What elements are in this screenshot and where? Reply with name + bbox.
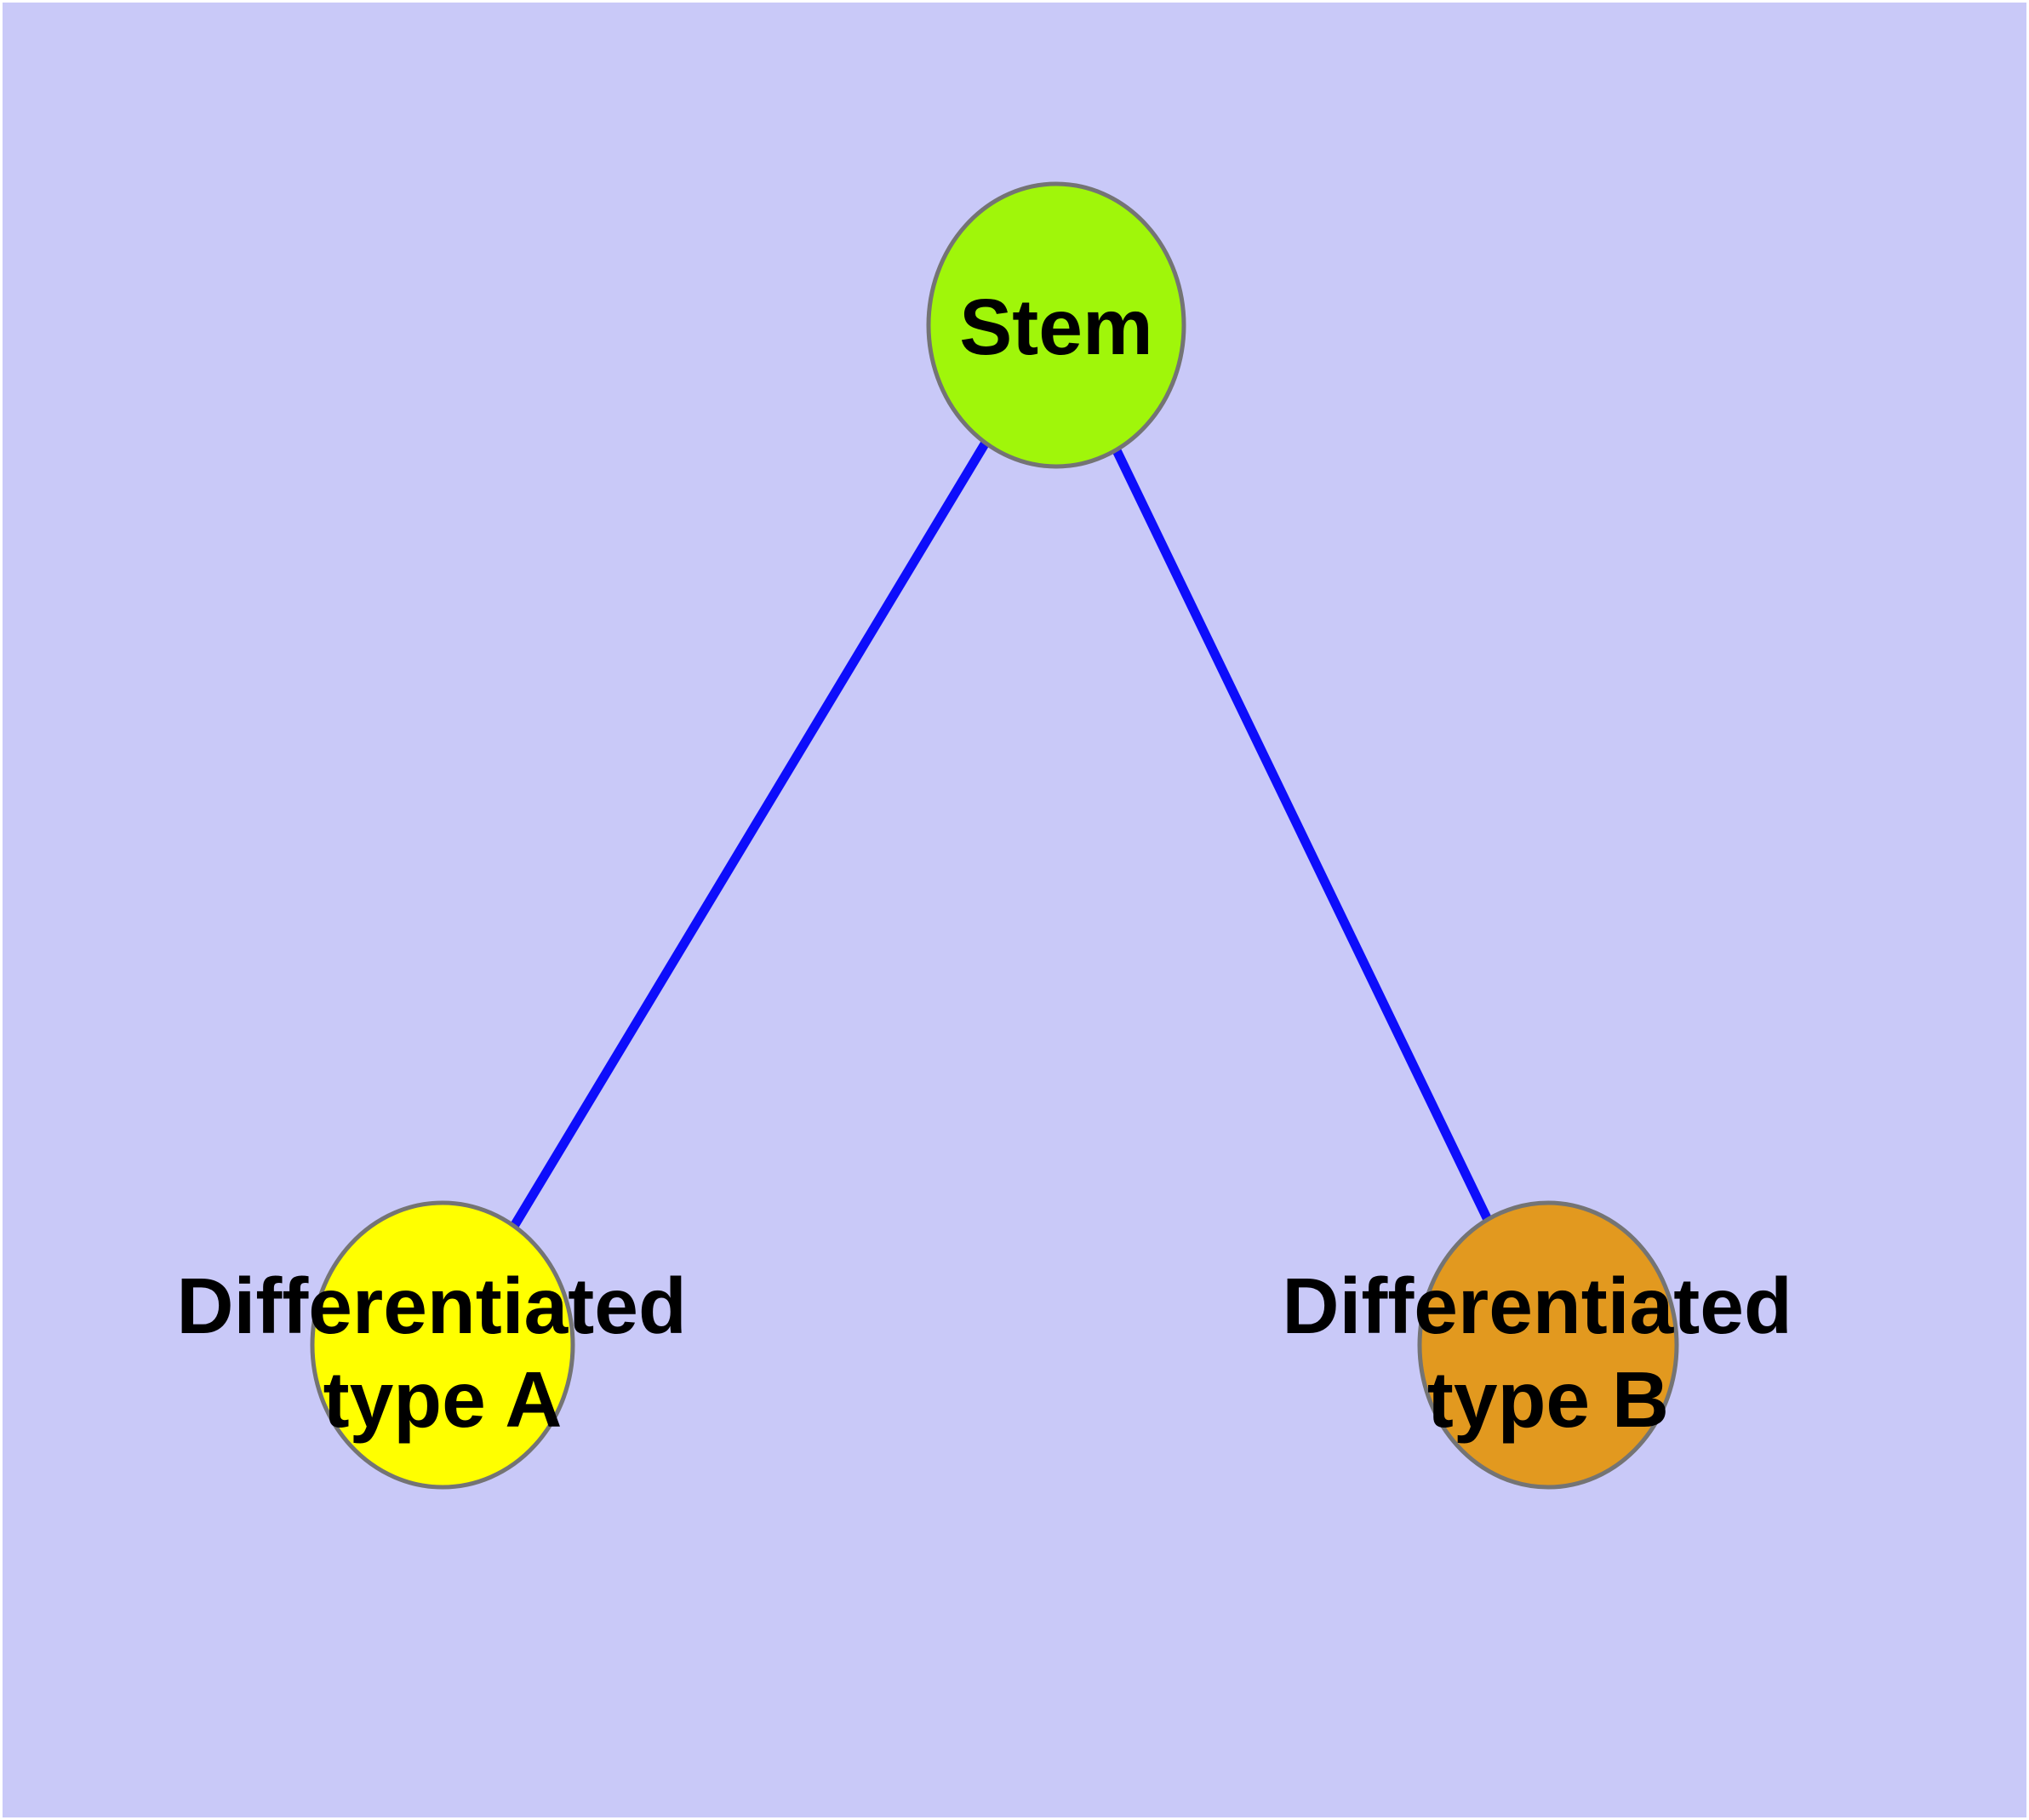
- node-differentiated-type-b: Differentiated type B: [1282, 1200, 1814, 1490]
- node-differentiated-type-a-label-line1: Differentiated: [176, 1262, 686, 1350]
- node-differentiated-type-a-label-line2: type A: [323, 1355, 563, 1444]
- node-differentiated-type-a-circle: [310, 1200, 575, 1490]
- node-differentiated-type-a-label: Differentiated type A: [176, 1262, 708, 1444]
- edge-stem-to-type-a: [438, 323, 1060, 1348]
- node-differentiated-type-b-circle: [1417, 1200, 1679, 1490]
- node-differentiated-type-b-label: Differentiated type B: [1282, 1262, 1814, 1444]
- node-stem-label: Stem: [959, 283, 1152, 371]
- node-differentiated-type-b-label-line2: type B: [1427, 1355, 1669, 1444]
- node-stem: Stem: [926, 181, 1186, 469]
- node-stem-label-line1: Stem: [959, 283, 1152, 371]
- node-differentiated-type-a: Differentiated type A: [176, 1200, 708, 1490]
- node-differentiated-type-b-label-line1: Differentiated: [1282, 1262, 1792, 1350]
- edge-stem-to-type-b: [1052, 323, 1552, 1348]
- node-stem-circle: [926, 181, 1186, 469]
